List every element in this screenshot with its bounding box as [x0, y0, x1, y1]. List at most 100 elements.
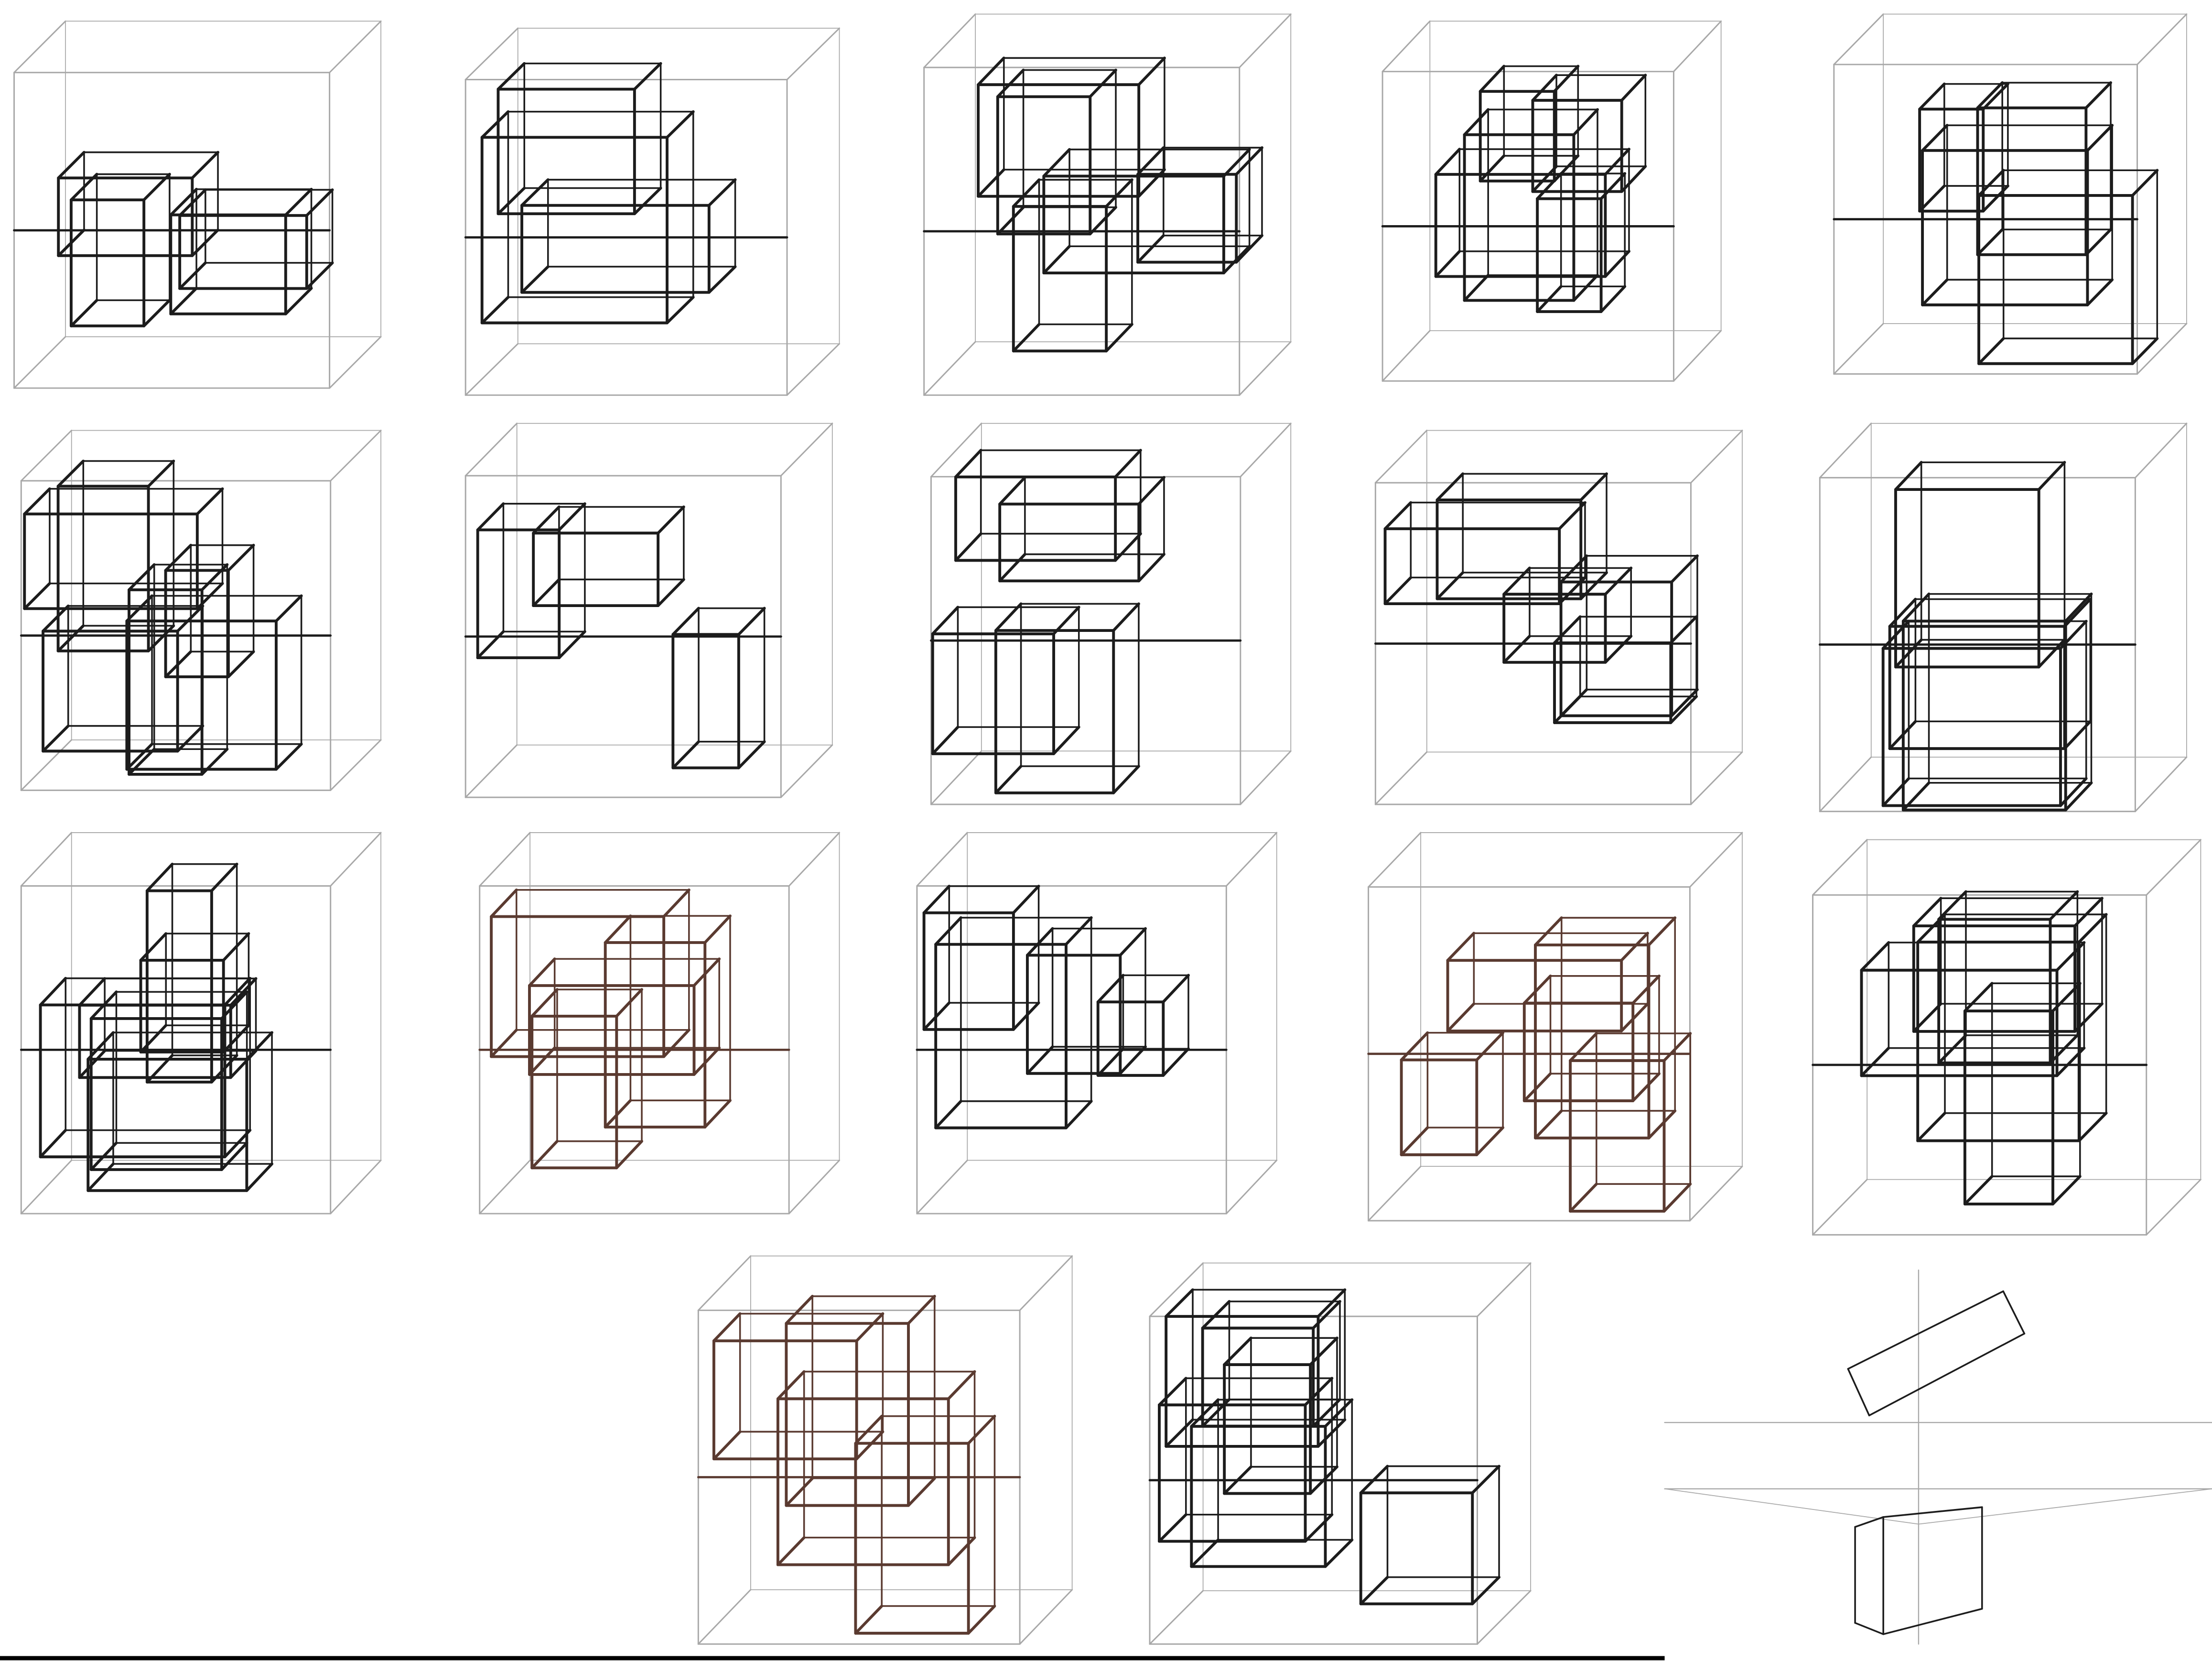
box-edge — [1553, 695, 1582, 724]
box-edge — [1888, 597, 1917, 628]
box-edge — [1165, 1418, 1194, 1448]
box-edge — [1165, 1288, 1194, 1318]
box-edge — [1025, 1045, 1054, 1075]
outer-bounding-box — [1819, 423, 2188, 813]
box-edge — [330, 832, 382, 887]
outer-bounding-box — [1368, 832, 1743, 1222]
box-edge — [1225, 832, 1278, 887]
box-edge — [2077, 1111, 2108, 1142]
furniture-sketch — [930, 423, 1292, 805]
box-edge — [1089, 206, 1117, 236]
box-edge — [1374, 751, 1428, 805]
box-edge — [1912, 897, 1942, 928]
box-edge — [1812, 839, 1868, 896]
box-edge — [697, 1589, 752, 1645]
box-edge — [2131, 337, 2159, 365]
box-edge — [1225, 1160, 1278, 1215]
box-edge — [1158, 1377, 1187, 1407]
box-edge — [13, 20, 66, 74]
box-edge — [1240, 750, 1292, 805]
box-edge — [776, 1370, 806, 1400]
box-edge — [1137, 56, 1166, 87]
box-edge — [615, 988, 643, 1018]
box-edge — [1819, 423, 1872, 478]
box-edge — [1368, 1165, 1422, 1222]
box-edge — [1534, 1109, 1563, 1140]
box-edge — [712, 1312, 742, 1343]
box-edge — [1012, 323, 1041, 353]
box-edge — [1475, 1031, 1505, 1062]
box-edge — [2051, 1175, 2082, 1205]
shelf-block — [1223, 1336, 1338, 1495]
box-edge — [1572, 273, 1599, 302]
box-edge — [954, 449, 982, 478]
shelf-block — [56, 459, 175, 652]
box-edge — [1368, 832, 1422, 888]
box-edge — [169, 187, 198, 217]
box-edge — [1502, 566, 1531, 596]
box-edge — [1019, 1255, 1073, 1311]
perspective-study — [1664, 1269, 2212, 1645]
box-edge — [923, 341, 976, 396]
shelf-block — [1916, 913, 2108, 1142]
shelf-block — [1553, 615, 1698, 724]
box-edge — [1620, 932, 1649, 962]
box-edge — [520, 178, 550, 207]
shelf-block — [480, 110, 695, 325]
box-edge — [1158, 1513, 1187, 1543]
box-edge — [697, 1255, 752, 1311]
box-edge — [604, 1099, 632, 1129]
furniture-sketch — [464, 423, 833, 798]
box-edge — [931, 726, 960, 755]
box-edge — [56, 459, 85, 488]
box-edge — [1137, 476, 1165, 506]
box-edge — [633, 62, 662, 91]
box-edge — [125, 742, 154, 771]
box-edge — [996, 206, 1025, 236]
box-edge — [178, 188, 207, 217]
box-edge — [998, 476, 1026, 506]
shelf-block — [1888, 597, 2092, 750]
box-edge — [788, 1160, 841, 1215]
box-edge — [191, 151, 220, 180]
box-edge — [1434, 250, 1461, 278]
box-edge — [1477, 1590, 1532, 1645]
shelf-block — [671, 607, 766, 770]
shelf-block — [922, 884, 1040, 1031]
shelf-block — [1976, 81, 2112, 256]
box-edge — [139, 932, 168, 962]
box-edge — [907, 1476, 936, 1507]
box-edge — [1572, 108, 1599, 136]
box-edge — [2073, 897, 2104, 928]
panel-box-edge — [1854, 1622, 1884, 1635]
box-edge — [176, 724, 205, 753]
box-edge — [1162, 974, 1190, 1004]
box-edge — [1620, 165, 1647, 193]
box-edge — [785, 1294, 814, 1325]
furniture-sketch — [1367, 832, 1743, 1222]
furniture-sketch — [697, 1255, 1073, 1645]
box-edge — [671, 740, 700, 770]
shelf-block — [1918, 82, 2009, 213]
box-edge — [916, 1160, 968, 1215]
box-edge — [977, 168, 1005, 198]
box-edge — [1239, 13, 1292, 68]
box-edge — [2131, 169, 2159, 197]
box-edge — [1316, 1418, 1347, 1448]
box-edge — [930, 423, 982, 478]
box-edge — [245, 1162, 274, 1192]
box-edge — [528, 1046, 556, 1076]
box-edge — [1012, 178, 1041, 208]
box-edge — [1833, 323, 1884, 375]
box-edge — [692, 1046, 721, 1076]
shelf-block — [1136, 146, 1263, 264]
shelf-block — [528, 957, 721, 1076]
box-edge — [1916, 1111, 1946, 1142]
shelf-block — [712, 1312, 885, 1461]
box-edge — [496, 62, 526, 91]
box-edge — [1374, 430, 1428, 484]
box-edge — [2134, 423, 2188, 478]
shelf-block — [1446, 932, 1649, 1032]
outer-bounding-box — [1812, 839, 2201, 1236]
box-edge — [707, 178, 737, 207]
